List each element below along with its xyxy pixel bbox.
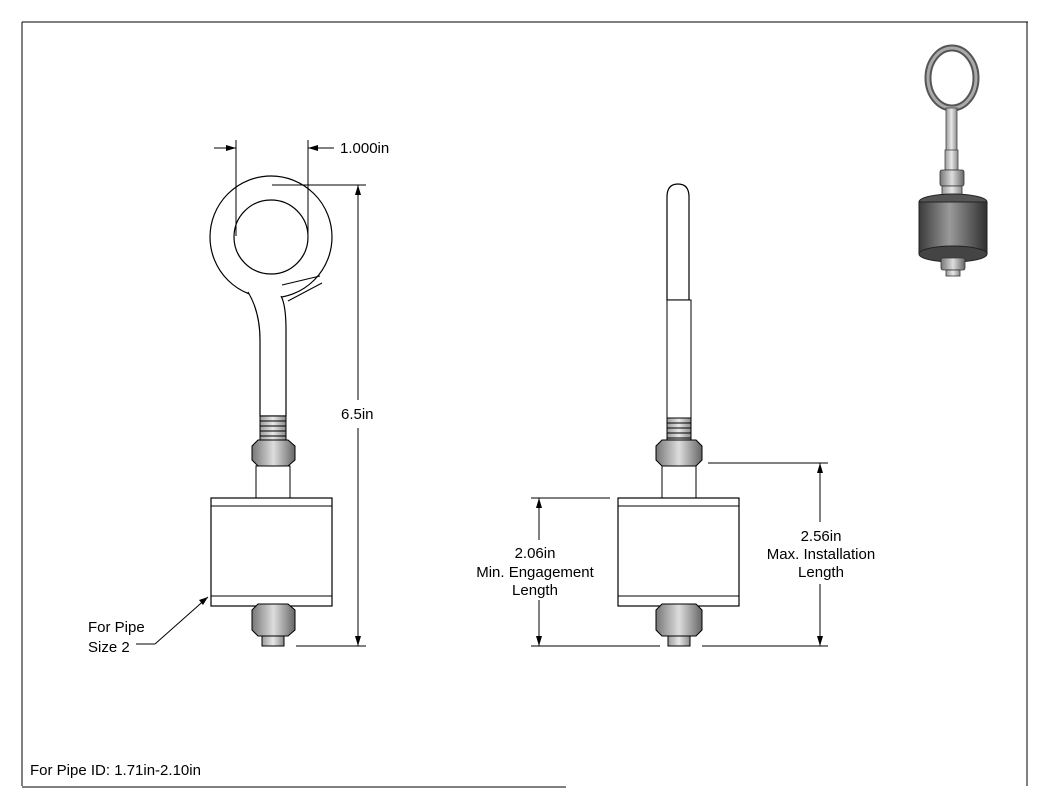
dimension-overall-length-label: 6.5in xyxy=(341,406,374,423)
upper-nut xyxy=(251,439,296,467)
side-view xyxy=(617,183,740,647)
pipe-size-callout: For Pipe Size 2 xyxy=(88,596,209,656)
footer-pipe-id: For Pipe ID: 1.71in-2.10in xyxy=(30,762,201,779)
float-body xyxy=(210,497,333,607)
drawing-border xyxy=(21,21,1028,788)
side-stem xyxy=(661,465,697,501)
dimension-eye-width: 1.000in xyxy=(214,140,389,236)
eyebolt-shank xyxy=(247,291,287,417)
side-eye xyxy=(666,183,690,301)
eyebolt-ring xyxy=(209,175,333,302)
lower-nut xyxy=(251,603,296,637)
side-lower-nut xyxy=(655,603,703,637)
max-installation-label-1: Max. Installation xyxy=(767,546,875,563)
dimension-eye-width-label: 1.000in xyxy=(340,140,389,157)
min-engagement-value: 2.06in xyxy=(515,545,556,562)
side-lower-thread xyxy=(667,635,691,647)
dimension-min-engagement: 2.06in Min. Engagement Length xyxy=(476,497,660,647)
side-rod xyxy=(666,299,692,419)
callout-line2: Size 2 xyxy=(88,639,130,656)
dimension-overall-length: 6.5in xyxy=(272,184,374,647)
thread-section xyxy=(259,415,287,443)
min-engagement-label-1: Min. Engagement xyxy=(476,564,594,581)
side-body xyxy=(617,497,740,607)
lower-thread xyxy=(261,635,285,647)
side-thread xyxy=(666,417,692,443)
max-installation-value: 2.56in xyxy=(801,528,842,545)
callout-line1: For Pipe xyxy=(88,619,145,636)
max-installation-label-2: Length xyxy=(798,564,844,581)
isometric-render xyxy=(918,44,988,277)
dimension-max-installation: 2.56in Max. Installation Length xyxy=(702,462,875,647)
min-engagement-label-2: Length xyxy=(512,582,558,599)
side-upper-nut xyxy=(655,439,703,467)
front-view xyxy=(209,175,333,647)
stem xyxy=(255,465,291,501)
